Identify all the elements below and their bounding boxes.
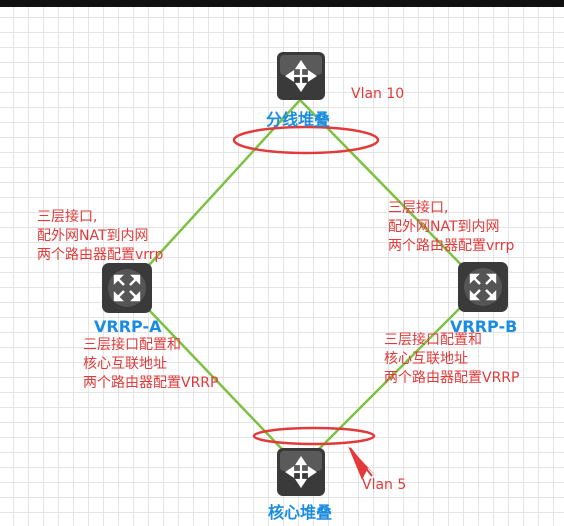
link-right-bottom bbox=[299, 285, 483, 469]
right-node-label: VRRP-B bbox=[450, 317, 518, 336]
bottom-switch-icon[interactable] bbox=[277, 448, 325, 496]
bottom-node-label: 核心堆叠 bbox=[268, 503, 333, 522]
vlan5-label: Vlan 5 bbox=[362, 477, 407, 493]
right-router-icon[interactable] bbox=[458, 262, 508, 312]
note-line: 三层接口, bbox=[388, 200, 449, 216]
link-left-bottom bbox=[127, 287, 301, 469]
right-upper-note: 三层接口, 配外网NAT到内网 两个路由器配置vrrp bbox=[388, 199, 514, 256]
left-lower-note: 三层接口配置和 核心互联地址 两个路由器配置VRRP bbox=[83, 336, 218, 393]
vlan10-label: Vlan 10 bbox=[351, 86, 405, 102]
left-node-label: VRRP-A bbox=[94, 317, 162, 336]
right-lower-note: 三层接口配置和 核心互联地址 两个路由器配置VRRP bbox=[384, 331, 519, 388]
note-line: 两个路由器配置vrrp bbox=[37, 247, 164, 263]
note-line: 三层接口配置和 bbox=[384, 332, 482, 348]
top-switch-icon[interactable] bbox=[277, 52, 325, 100]
top-window-bar bbox=[0, 0, 564, 7]
note-line: 核心互联地址 bbox=[83, 356, 167, 372]
left-upper-note: 三层接口, 配外网NAT到内网 两个路由器配置vrrp bbox=[37, 208, 163, 265]
vlan5-arrow-shaft bbox=[349, 447, 373, 477]
top-node-label: 分线堆叠 bbox=[266, 110, 331, 129]
link-top-left bbox=[127, 99, 301, 289]
note-line: 配外网NAT到内网 bbox=[388, 219, 500, 235]
note-line: 两个路由器配置vrrp bbox=[388, 238, 515, 254]
vlan10-ellipse bbox=[232, 125, 380, 155]
left-router-icon[interactable] bbox=[102, 263, 152, 313]
note-line: 三层接口, bbox=[37, 209, 98, 225]
note-line: 三层接口配置和 bbox=[83, 337, 181, 353]
note-line: 两个路由器配置VRRP bbox=[384, 370, 520, 386]
note-line: 核心互联地址 bbox=[384, 351, 468, 367]
note-line: 两个路由器配置VRRP bbox=[83, 375, 219, 391]
note-line: 配外网NAT到内网 bbox=[37, 228, 149, 244]
link-top-right bbox=[299, 99, 483, 287]
vlan5-ellipse bbox=[252, 426, 376, 446]
